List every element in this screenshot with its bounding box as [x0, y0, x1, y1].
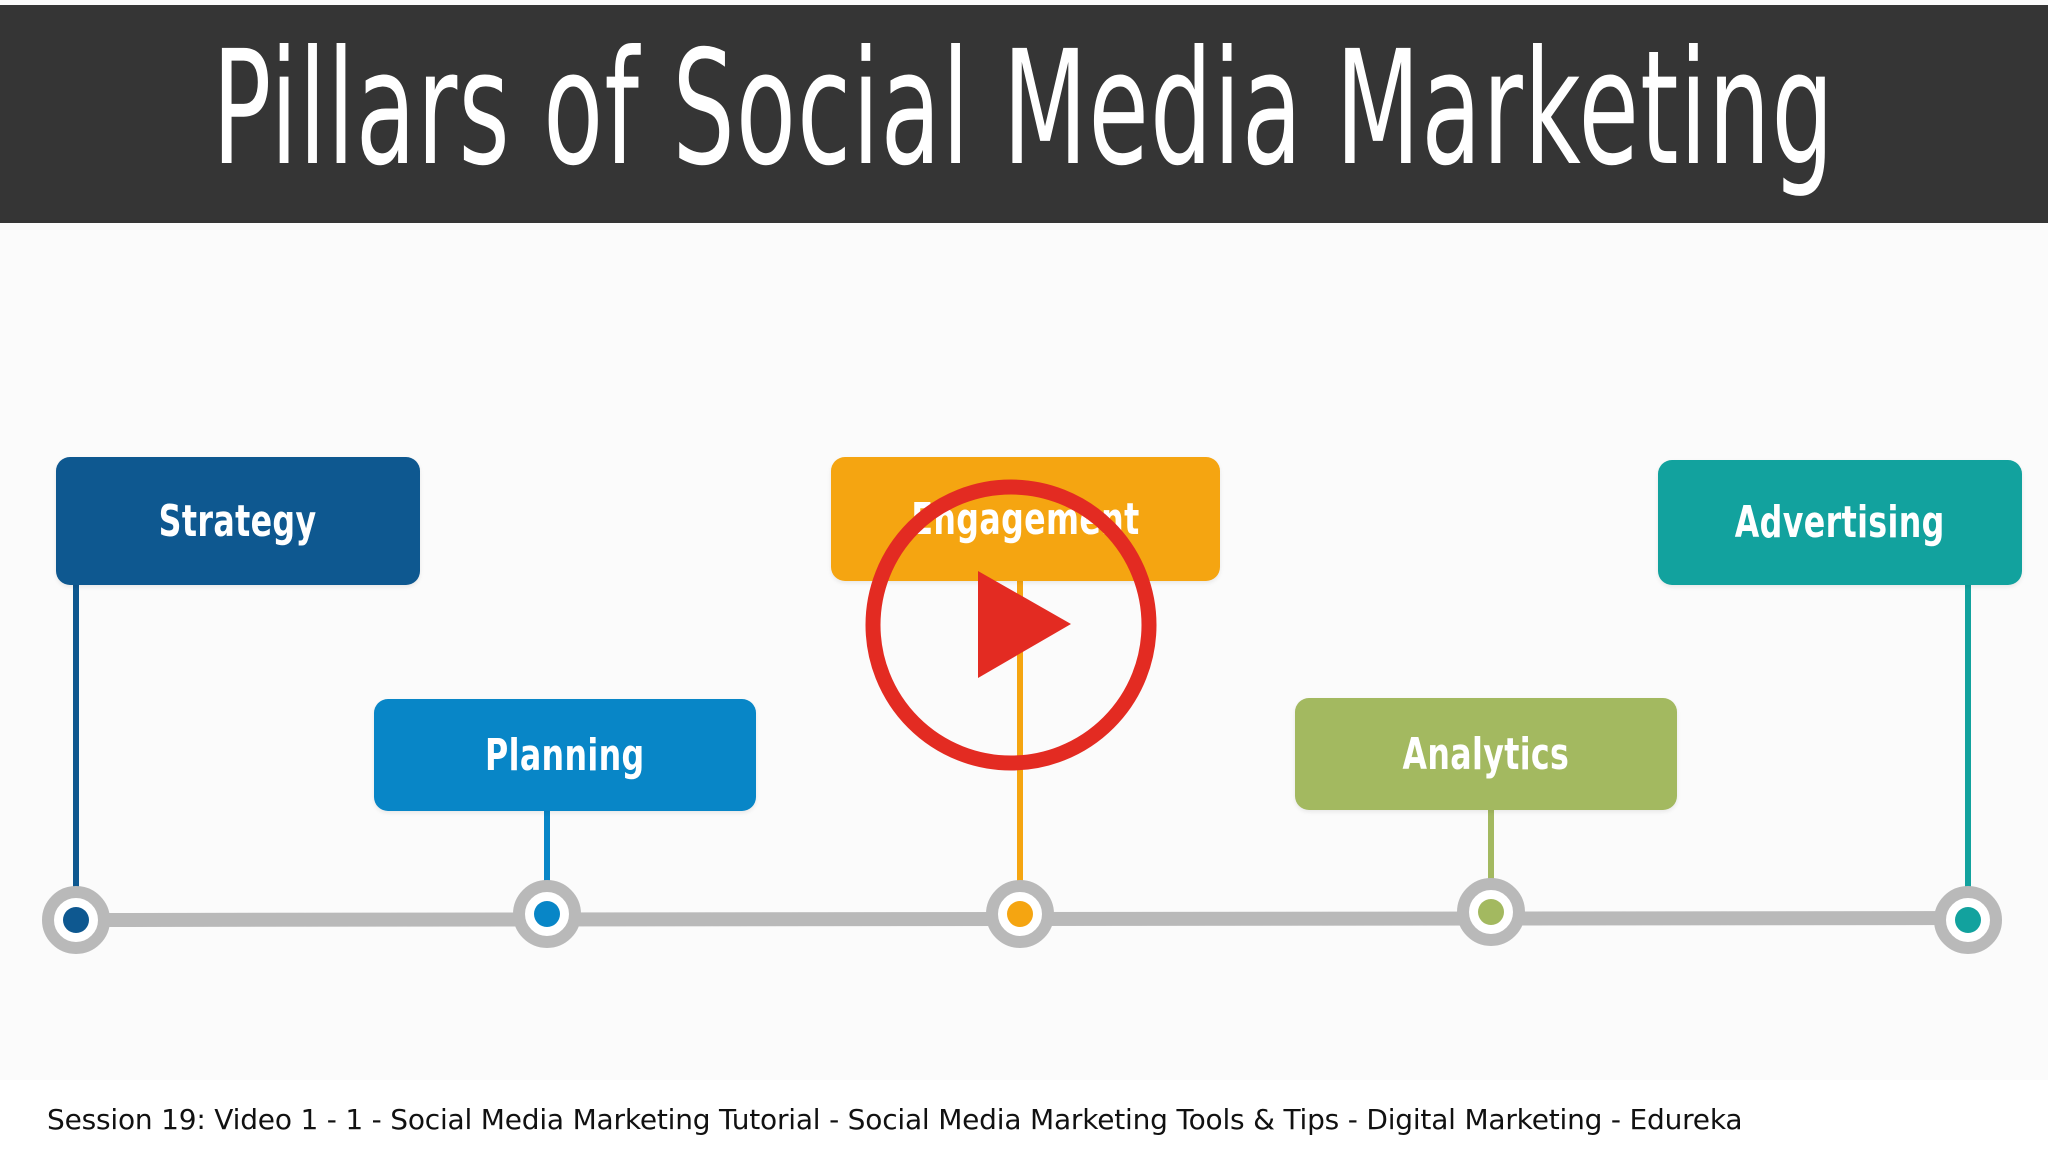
planning-label: Planning [485, 729, 645, 781]
advertising-label: Advertising [1735, 497, 1945, 548]
play-button[interactable] [864, 478, 1158, 772]
analytics-node [1457, 878, 1525, 946]
slide-title: Pillars of Social Media Marketing [212, 17, 1836, 201]
video-caption[interactable]: Session 19: Video 1 - 1 - Social Media M… [47, 1103, 1743, 1136]
pillars-timeline [42, 580, 2002, 954]
advertising-node [1934, 886, 2002, 954]
analytics-box: Analytics [1295, 698, 1677, 810]
strategy-label: Strategy [159, 495, 317, 547]
strategy-node [42, 886, 110, 954]
advertising-box: Advertising [1658, 460, 2022, 585]
planning-box: Planning [374, 699, 756, 811]
planning-node [513, 880, 581, 948]
video-player[interactable]: Pillars of Social Media Marketing [0, 0, 2048, 1080]
play-icon[interactable] [864, 478, 1158, 772]
slide-title-bar: Pillars of Social Media Marketing [0, 5, 2048, 223]
engagement-node [986, 880, 1054, 948]
strategy-box: Strategy [56, 457, 420, 585]
analytics-label: Analytics [1402, 728, 1570, 780]
